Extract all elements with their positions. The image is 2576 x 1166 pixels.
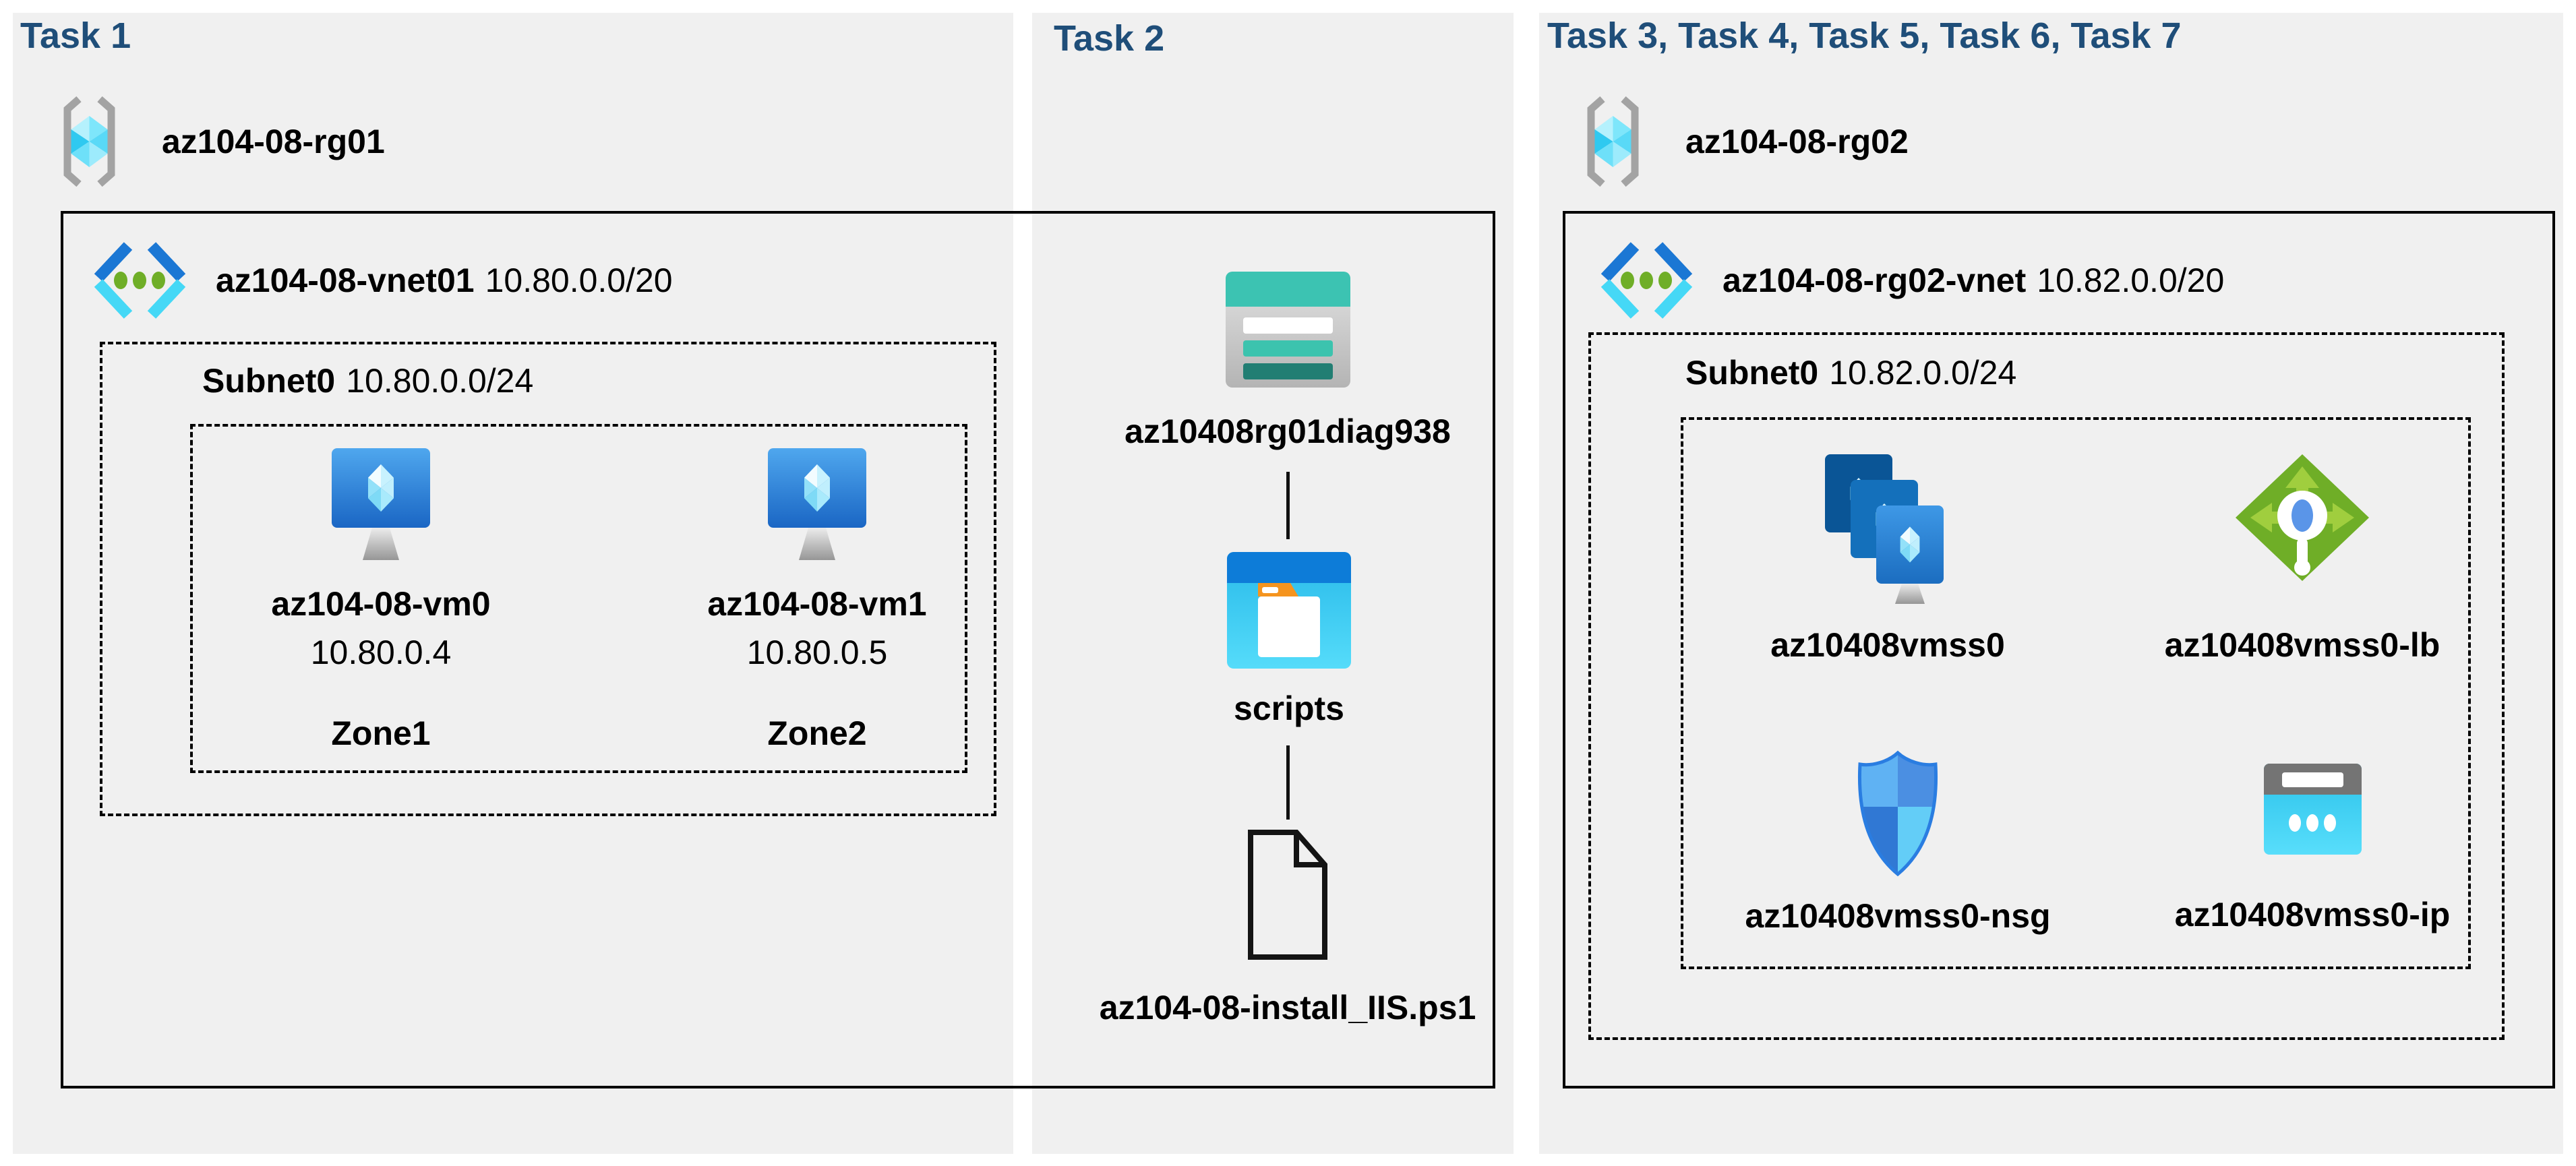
public-ip-name: az10408vmss0-ip [2174,896,2451,933]
vm0-name: az104-08-vm0 [271,585,491,623]
load-balancer-name: az10408vmss0-lb [2164,626,2440,664]
resource-group-icon [1587,96,1639,187]
subnet0-rg01-label: Subnet0 10.80.0.0/24 [202,361,533,400]
storage-account-node: az10408rg01diag938 [1125,272,1451,451]
task1-panel [13,13,1013,1154]
rg01-name: az104-08-rg01 [162,123,385,160]
nsg-name: az10408vmss0-nsg [1745,897,2051,935]
subnet0-rg01-dashed-box [100,342,996,816]
virtual-machine-icon [332,448,430,560]
subnet0-rg01-cidr: 10.80.0.0/24 [346,362,534,400]
vm0-zone: Zone1 [331,714,431,752]
connector-storage-to-scripts [1286,472,1290,539]
load-balancer-icon [2236,454,2369,581]
load-balancer-node: az10408vmss0-lb [2161,450,2444,665]
subnet0-rg02-cidr: 10.82.0.0/24 [1829,354,2017,392]
script-file-name: az104-08-install_IIS.ps1 [1099,989,1476,1026]
task3-7-panel [1539,13,2563,1154]
vm0-node: az104-08-vm0 10.80.0.4 Zone1 [246,447,516,753]
rg02-vnet-name: az104-08-rg02-vnet [1723,262,2027,299]
subnet0-rg02-name: Subnet0 [1685,354,1819,392]
nsg-node: az10408vmss0-nsg [1745,749,2051,935]
public-ip-node: az10408vmss0-ip [2175,764,2450,934]
storage-account-icon [1225,272,1350,388]
resource-group-rg02-header: az104-08-rg02 [1581,94,1909,189]
blob-container-name: scripts [1234,689,1344,727]
file-icon [1248,830,1327,960]
resource-group-rg01-header: az104-08-rg01 [57,94,385,189]
vnet01-boundary-box [61,211,1495,1088]
rg02-vnet-cidr: 10.82.0.0/20 [2037,262,2225,299]
vmss-node: az10408vmss0 [1753,453,2023,665]
vmss-name: az10408vmss0 [1770,626,2005,664]
task2-title: Task 2 [1054,18,1165,59]
connector-scripts-to-file [1286,745,1290,820]
script-file-node: az104-08-install_IIS.ps1 [1100,828,1476,1027]
blob-container-node: scripts [1154,552,1424,728]
vnet01-header: az104-08-vnet01 10.80.0.0/20 [88,241,673,320]
rg02-vnet-boundary-box [1563,211,2555,1088]
subnet0-rg01-name: Subnet0 [202,362,336,400]
vm0-ip: 10.80.0.4 [310,634,452,671]
blob-container-icon [1227,552,1351,669]
storage-account-name: az10408rg01diag938 [1125,412,1451,450]
subnet0-rg02-label: Subnet0 10.82.0.0/24 [1685,353,2016,392]
vm1-ip: 10.80.0.5 [746,634,888,671]
zones-dashed-box [190,424,967,773]
rg02-name: az104-08-rg02 [1685,123,1909,160]
public-ip-icon [2263,764,2362,855]
vm-scale-set-icon [1825,454,1944,604]
task3-7-title: Task 3, Task 4, Task 5, Task 6, Task 7 [1547,16,2182,56]
rg02-vnet-header: az104-08-rg02-vnet 10.82.0.0/20 [1594,241,2224,320]
task1-title: Task 1 [20,16,131,56]
vm1-zone: Zone2 [767,714,867,752]
vnet01-cidr: 10.80.0.0/20 [485,262,673,299]
vnet01-name: az104-08-vnet01 [216,262,475,299]
vm1-node: az104-08-vm1 10.80.0.5 Zone2 [682,447,952,753]
vmss-resources-dashed-box [1681,417,2471,969]
network-security-group-icon [1857,750,1938,877]
resource-group-icon [63,96,115,187]
vm1-name: az104-08-vm1 [707,585,927,623]
virtual-network-icon [1600,242,1693,319]
virtual-machine-icon [768,448,866,560]
virtual-network-icon [94,242,186,319]
subnet0-rg02-dashed-box [1588,332,2505,1040]
